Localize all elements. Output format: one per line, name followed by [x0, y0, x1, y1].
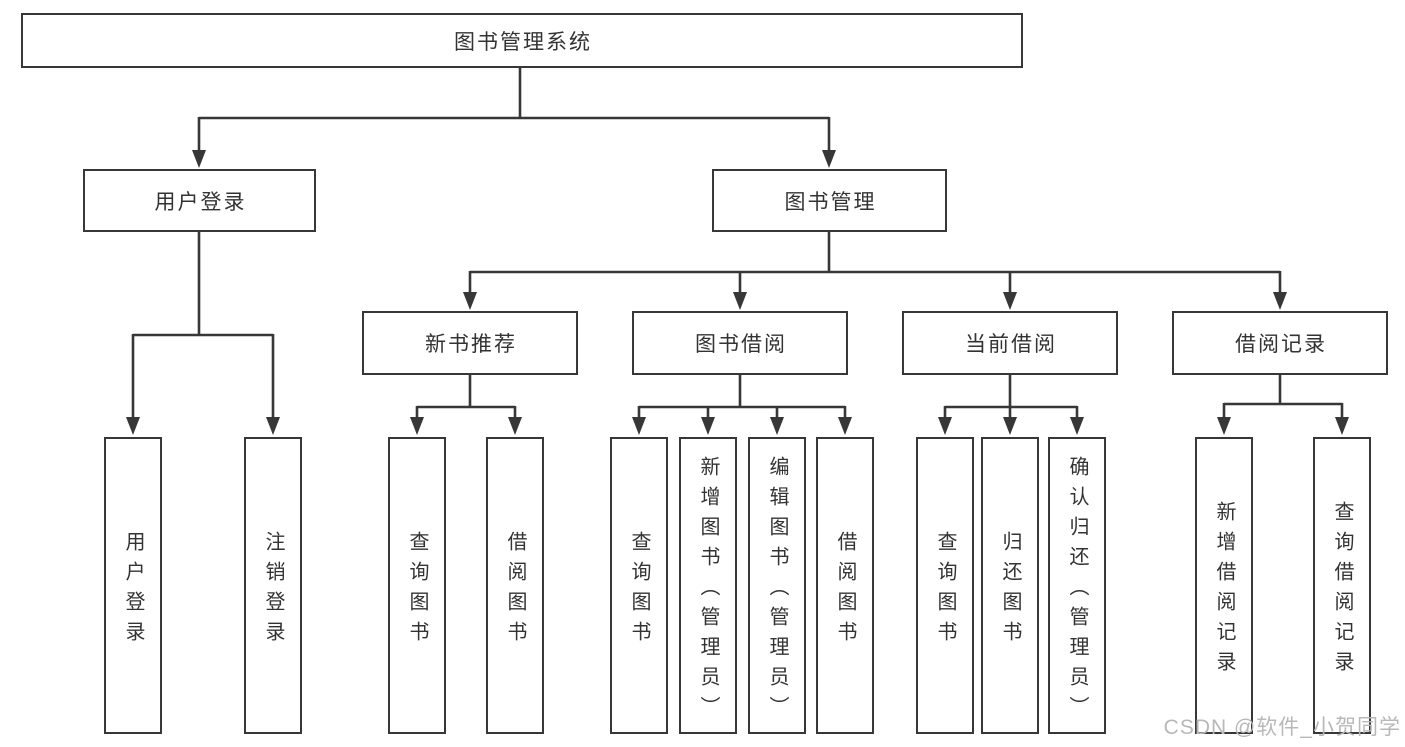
- leaf-borrow-books-1-label: 借阅图书: [504, 530, 526, 651]
- node-book-management: 图书管理: [712, 169, 947, 232]
- node-book-borrowing: 图书借阅: [632, 311, 848, 375]
- leaf-query-borrow-record: 查询借阅记录: [1313, 437, 1371, 734]
- node-root-label: 图书管理系统: [454, 30, 592, 54]
- node-current-borrowing: 当前借阅: [902, 311, 1118, 375]
- leaf-edit-books-admin-label: 编辑图书（管理员）: [766, 455, 788, 726]
- leaf-user-login: 用户登录: [104, 437, 162, 734]
- leaf-logout-login-label: 注销登录: [262, 530, 284, 651]
- leaf-query-books-2-label: 查询图书: [628, 530, 650, 651]
- leaf-borrow-books-2-label: 借阅图书: [834, 530, 856, 651]
- leaf-edit-books-admin: 编辑图书（管理员）: [748, 437, 806, 734]
- leaf-confirm-return-admin-label: 确认归还（管理员）: [1066, 455, 1088, 726]
- csdn-watermark: CSDN @软件_小贺同学: [1163, 716, 1401, 739]
- node-borrowing-records-label: 借阅记录: [1235, 333, 1327, 356]
- leaf-user-login-label: 用户登录: [122, 530, 144, 651]
- leaf-add-borrow-record-label: 新增借阅记录: [1213, 500, 1235, 681]
- leaf-borrow-books-2: 借阅图书: [816, 437, 874, 734]
- leaf-borrow-books-1: 借阅图书: [486, 437, 544, 734]
- leaf-query-books-3-label: 查询图书: [934, 530, 956, 651]
- leaf-return-books-label: 归还图书: [999, 530, 1021, 651]
- leaf-query-borrow-record-label: 查询借阅记录: [1331, 500, 1353, 681]
- leaf-query-books-2: 查询图书: [610, 437, 668, 734]
- leaf-add-borrow-record: 新增借阅记录: [1195, 437, 1253, 734]
- leaf-return-books: 归还图书: [981, 437, 1039, 734]
- node-book-management-label: 图书管理: [784, 190, 877, 214]
- leaf-logout-login: 注销登录: [244, 437, 302, 734]
- leaf-query-books-1: 查询图书: [388, 437, 446, 734]
- leaf-query-books-1-label: 查询图书: [406, 530, 428, 651]
- node-new-book-recommend: 新书推荐: [362, 311, 578, 375]
- leaf-add-books-admin: 新增图书（管理员）: [679, 437, 737, 734]
- node-current-borrowing-label: 当前借阅: [965, 333, 1057, 356]
- node-new-book-recommend-label: 新书推荐: [425, 333, 517, 356]
- node-root: 图书管理系统: [21, 13, 1023, 68]
- node-user-login: 用户登录: [83, 169, 316, 232]
- leaf-add-books-admin-label: 新增图书（管理员）: [697, 455, 719, 726]
- node-borrowing-records: 借阅记录: [1172, 311, 1388, 375]
- leaf-confirm-return-admin: 确认归还（管理员）: [1048, 437, 1106, 734]
- leaf-query-books-3: 查询图书: [916, 437, 974, 734]
- node-book-borrowing-label: 图书借阅: [695, 333, 787, 356]
- node-user-login-label: 用户登录: [154, 190, 247, 214]
